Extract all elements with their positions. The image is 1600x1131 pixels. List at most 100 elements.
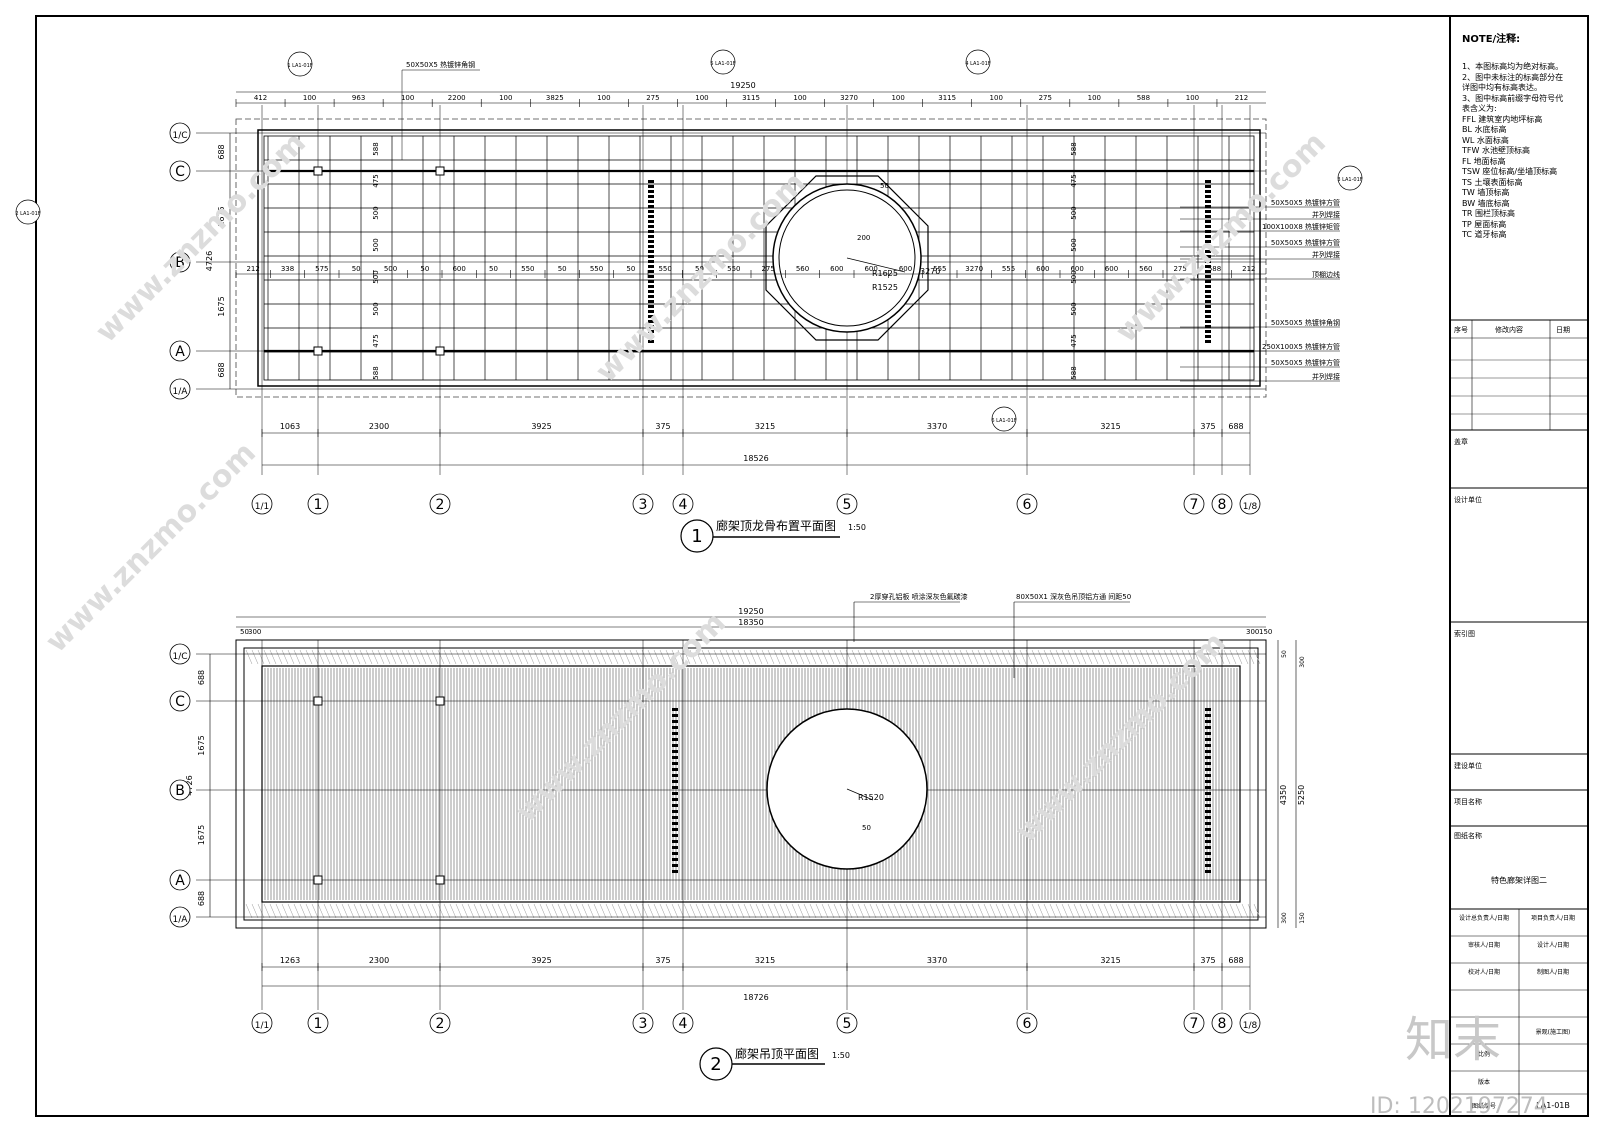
- plan1-top-dim-text: 275: [646, 94, 659, 102]
- plan2-axis-x-label: 1/8: [1243, 1021, 1258, 1031]
- plan2-border-hatch: [1019, 903, 1027, 919]
- plan2-slat-mark: [1205, 786, 1211, 789]
- plan2-slat-mark: [1205, 768, 1211, 771]
- notes-line: BW 墙底标高: [1462, 198, 1510, 208]
- plan1-axis-x-bubble: [632, 493, 654, 515]
- plan2-right-50: 50: [1281, 650, 1288, 658]
- plan2-border-hatch: [665, 649, 673, 665]
- plan2-border-hatch: [251, 903, 259, 919]
- plan2-border-hatch: [371, 903, 379, 919]
- plan2-border-hatch: [1061, 649, 1069, 665]
- plan1-tube-mark: [1205, 260, 1211, 263]
- plan1-tube-mark: [648, 205, 654, 208]
- plan2-slat-mark: [1205, 852, 1211, 855]
- plan1-top-dim-text: 2200: [448, 94, 466, 102]
- plan1-bottom-dim-text: 375: [1200, 422, 1215, 431]
- plan1-inner-dim: 475: [372, 174, 380, 187]
- plan2-border-hatch: [1061, 903, 1069, 919]
- plan2-right-150: 150: [1299, 912, 1306, 924]
- plan2-border-hatch: [1097, 649, 1105, 665]
- plan1-top-dim-text: 100: [1186, 94, 1199, 102]
- tb-rev-content: 修改内容: [1495, 325, 1523, 334]
- plan2-border-hatch: [809, 903, 817, 919]
- plan2-border-hatch: [1031, 903, 1039, 919]
- plan1-top-dim-text: 100: [990, 94, 1003, 102]
- plan1-bottom-dim-text: 2300: [369, 422, 389, 431]
- plan1-bottom-dim-text: 1063: [280, 422, 300, 431]
- plan2-border-hatch: [581, 649, 589, 665]
- plan2-border-hatch: [389, 903, 397, 919]
- plan1-leader-text: 50X50X5 热镀锌角钢: [1271, 318, 1340, 327]
- notes-line: FL 地面标高: [1462, 156, 1506, 166]
- plan2-border-hatch: [1241, 903, 1249, 919]
- notes-line: TC 道牙标高: [1462, 230, 1507, 239]
- plan1-callout-bubble: [965, 49, 991, 75]
- plan2-slat-mark: [672, 720, 678, 723]
- plan2-slat-mark: [672, 714, 678, 717]
- plan1-axis-y-bubble: [169, 340, 191, 362]
- plan1-tube-mark: [648, 325, 654, 328]
- plan2-top-small-1: 50: [240, 628, 249, 636]
- tb-rev-date: 日期: [1556, 326, 1570, 334]
- plan2-axis-x-label: 2: [436, 1016, 445, 1032]
- plan2-border-hatch: [587, 903, 595, 919]
- plan2-border-hatch: [275, 903, 283, 919]
- plan2-right-300a: 300: [1299, 656, 1306, 668]
- plan1-mid-dim-text: 50: [489, 265, 498, 273]
- plan2-border-hatch: [389, 649, 397, 665]
- plan2-border-hatch: [749, 903, 757, 919]
- plan2-border-hatch: [1211, 649, 1219, 665]
- plan2-border-hatch: [1001, 649, 1009, 665]
- plan1-callout-bubble: [1337, 165, 1363, 191]
- plan2-border-hatch: [281, 903, 289, 919]
- plan2-border-hatch: [1115, 903, 1123, 919]
- plan2-border-hatch: [893, 649, 901, 665]
- plan2-border-hatch: [575, 649, 583, 665]
- plan1-tube-mark: [1205, 190, 1211, 193]
- plan2-slat-mark: [1205, 858, 1211, 861]
- plan1-tube-mark: [648, 240, 654, 243]
- plan1-tube-mark: [648, 230, 654, 233]
- plan2-border-hatch: [305, 903, 313, 919]
- plan2-border-hatch: [923, 903, 931, 919]
- notes-line: 表含义为:: [1462, 104, 1497, 113]
- plan1-tube-mark: [1205, 180, 1211, 183]
- plan2-border-hatch: [1085, 649, 1093, 665]
- plan2-border-hatch: [1175, 903, 1183, 919]
- plan2-axis-x-bubble: [672, 1012, 694, 1034]
- plan1-mid-dim-text: 212: [246, 265, 259, 273]
- plan2-border-hatch: [959, 903, 967, 919]
- plan1-axis-y-bubble: [169, 251, 191, 273]
- plan2-left-dim-text: 688: [197, 670, 206, 685]
- plan2-border-hatch: [1145, 649, 1153, 665]
- plan1-grid: [196, 105, 1266, 475]
- plan2-border-hatch: [311, 903, 319, 919]
- plan1-inner-dim-right: 588: [1070, 366, 1078, 379]
- plan1-tube-mark: [1205, 220, 1211, 223]
- plan2-border-hatch: [1037, 649, 1045, 665]
- plan2-border-hatch: [905, 649, 913, 665]
- plan2-border-hatch: [437, 903, 445, 919]
- plan1-mid-dim-text: 560: [1139, 265, 1152, 273]
- plan2-border-hatch: [911, 649, 919, 665]
- plan2-border-hatch: [497, 903, 505, 919]
- plan1-inner-dim: 500: [372, 238, 380, 251]
- plan2-border-hatch: [881, 649, 889, 665]
- plan1-top-dim-text: 100: [499, 94, 512, 102]
- plan1-radius-1625: R1625: [872, 269, 898, 278]
- plan2-scale: 1:50: [832, 1051, 850, 1060]
- plan2-border-hatch: [917, 903, 925, 919]
- plan1-inner-dim-right: 475: [1070, 334, 1078, 347]
- plan2-slat-mark: [1205, 732, 1211, 735]
- plan1-left-dim-text: 4726: [205, 251, 214, 271]
- plan2-axis-x-bubble: [307, 1012, 329, 1034]
- plan1-callout-text: 1 LA1-01F: [287, 63, 312, 69]
- plan1-tube-mark: [648, 290, 654, 293]
- plan1-tube-mark: [648, 315, 654, 318]
- plan2-border-hatch: [839, 903, 847, 919]
- plan2-slat-mark: [1205, 846, 1211, 849]
